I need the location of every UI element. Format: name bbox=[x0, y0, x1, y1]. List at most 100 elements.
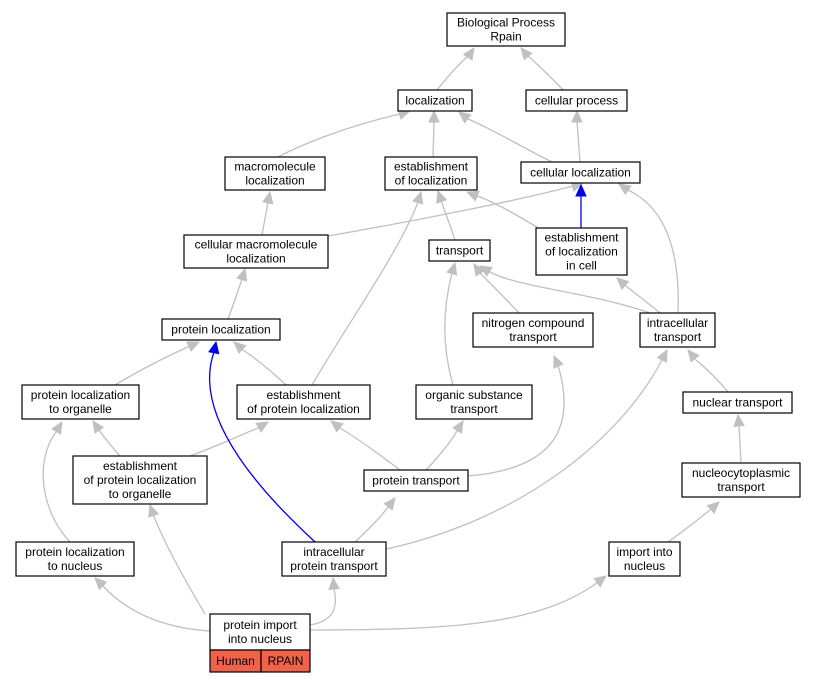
node-label: cellular process bbox=[535, 94, 618, 108]
edge-protein_import_into_nucleus-to-import_into_nucleus bbox=[309, 575, 607, 631]
edge-protein_transport-to-establishment_of_protein_localization bbox=[330, 420, 401, 471]
edge-protein_localization_to_nucleus-to-protein_localization_to_organelle bbox=[42, 420, 71, 543]
node-transport[interactable]: transport bbox=[428, 239, 491, 262]
arrowhead-icon bbox=[51, 420, 63, 435]
edge-establishment_of_protein_localization_to_organelle-to-protein_localization_to_organelle bbox=[92, 419, 121, 457]
arrowhead-icon bbox=[236, 267, 248, 282]
edge-intracellular_protein_transport-to-protein_transport bbox=[354, 497, 396, 543]
node-label: protein localization bbox=[31, 388, 130, 402]
node-label: organic substance bbox=[425, 388, 523, 402]
edge-establishment_of_localization-to-localization bbox=[428, 109, 440, 158]
node-protein-transport[interactable]: protein transport bbox=[363, 469, 469, 492]
arrowhead-icon bbox=[428, 109, 440, 123]
node-localization[interactable]: localization bbox=[397, 89, 473, 112]
arrowhead-icon bbox=[593, 575, 607, 588]
edge-cellular_macromolecule_localization-to-macromolecule_localization bbox=[261, 190, 274, 236]
node-label: transport bbox=[450, 402, 498, 416]
node-label: localization bbox=[245, 174, 304, 188]
edge-intracellular_transport-to-cellular_localization bbox=[617, 183, 679, 314]
arrowhead-icon bbox=[706, 501, 720, 514]
arrowhead-icon bbox=[328, 576, 340, 591]
node-label: to organelle bbox=[49, 402, 112, 416]
node-label: transport bbox=[654, 330, 702, 344]
node-label: of protein localization bbox=[84, 473, 197, 487]
arrowhead-icon bbox=[520, 47, 533, 61]
node-label: nitrogen compound bbox=[482, 316, 585, 330]
edge-import_into_nucleus-to-nucleocytoplasmic_transport bbox=[667, 501, 720, 543]
arrowhead-icon bbox=[617, 183, 632, 196]
node-label: localization bbox=[405, 94, 464, 108]
arrowhead-icon bbox=[473, 262, 486, 277]
arrowhead-icon bbox=[255, 421, 270, 433]
edge-protein_import_into_nucleus-to-intracellular_protein_transport bbox=[309, 576, 340, 626]
arrowhead-icon bbox=[436, 189, 448, 204]
arrowhead-icon bbox=[571, 109, 583, 123]
edge-protein_localization-to-cellular_macromolecule_localization bbox=[227, 267, 248, 320]
edge-protein_transport-to-nitrogen_compound_transport bbox=[467, 354, 565, 477]
edge-intracellular_transport-to-transport bbox=[478, 265, 651, 314]
arrowhead-icon bbox=[330, 420, 344, 433]
node-label: intracellular bbox=[647, 316, 708, 330]
node-label: cellular macromolecule bbox=[195, 238, 318, 252]
arrowhead-icon bbox=[462, 46, 475, 61]
arrowhead-icon bbox=[446, 261, 458, 276]
edge-establishment_of_protein_localization-to-establishment_of_localization bbox=[311, 190, 424, 386]
edge-intracellular_protein_transport-to-intracellular_transport bbox=[385, 348, 668, 550]
node-label: transport bbox=[436, 244, 484, 258]
node-cellular-process[interactable]: cellular process bbox=[525, 89, 628, 112]
edge-intracellular_transport-to-establishment_of_localization_in_cell bbox=[616, 277, 661, 314]
arrowhead-icon bbox=[186, 341, 201, 352]
edge-establishment_of_localization_in_cell-to-cellular_localization bbox=[575, 183, 587, 228]
edge-nucleocytoplasmic_transport-to-nuclear_transport bbox=[733, 413, 745, 464]
node-label: Biological Process bbox=[457, 16, 555, 30]
arrowhead-icon bbox=[616, 277, 630, 290]
edge-intracellular_protein_transport-to-protein_localization bbox=[208, 340, 316, 543]
node-label: Rpain bbox=[490, 30, 521, 44]
arrowhead-icon bbox=[94, 577, 108, 591]
edge-protein_localization_to_organelle-to-protein_localization bbox=[114, 341, 201, 386]
arrowhead-icon bbox=[465, 190, 480, 202]
node-label: transport bbox=[509, 330, 557, 344]
arrowhead-icon bbox=[148, 503, 160, 518]
node-label: protein localization bbox=[25, 545, 124, 559]
node-label: of protein localization bbox=[247, 402, 360, 416]
edge-nuclear_transport-to-intracellular_transport bbox=[687, 349, 729, 393]
node-cellular-localization[interactable]: cellular localization bbox=[520, 161, 641, 184]
edge-protein_transport-to-organic_substance_transport bbox=[425, 419, 464, 471]
node-label: intracellular bbox=[303, 545, 364, 559]
node-protein-localization[interactable]: protein localization bbox=[161, 318, 281, 341]
node-label: cellular localization bbox=[530, 166, 631, 180]
species-label: Human bbox=[216, 654, 255, 668]
node-nuclear-transport[interactable]: nuclear transport bbox=[682, 391, 793, 414]
arrowhead-icon bbox=[208, 340, 220, 355]
arrowhead-icon bbox=[687, 349, 700, 363]
arrowhead-icon bbox=[92, 419, 105, 434]
node-label: of localization bbox=[395, 174, 468, 188]
arrowhead-icon bbox=[733, 413, 745, 428]
edge-cellular_localization-to-cellular_process bbox=[571, 109, 583, 163]
edge-protein_import_into_nucleus-to-establishment_of_protein_localization_to_organelle bbox=[148, 503, 206, 615]
node-label: establishment bbox=[394, 160, 469, 174]
node-label: to nucleus bbox=[48, 559, 103, 573]
edge-organic_substance_transport-to-transport bbox=[444, 261, 458, 386]
node-label: protein transport bbox=[372, 474, 460, 488]
node-label: nucleocytoplasmic bbox=[692, 466, 790, 480]
arrowhead-icon bbox=[458, 111, 472, 124]
